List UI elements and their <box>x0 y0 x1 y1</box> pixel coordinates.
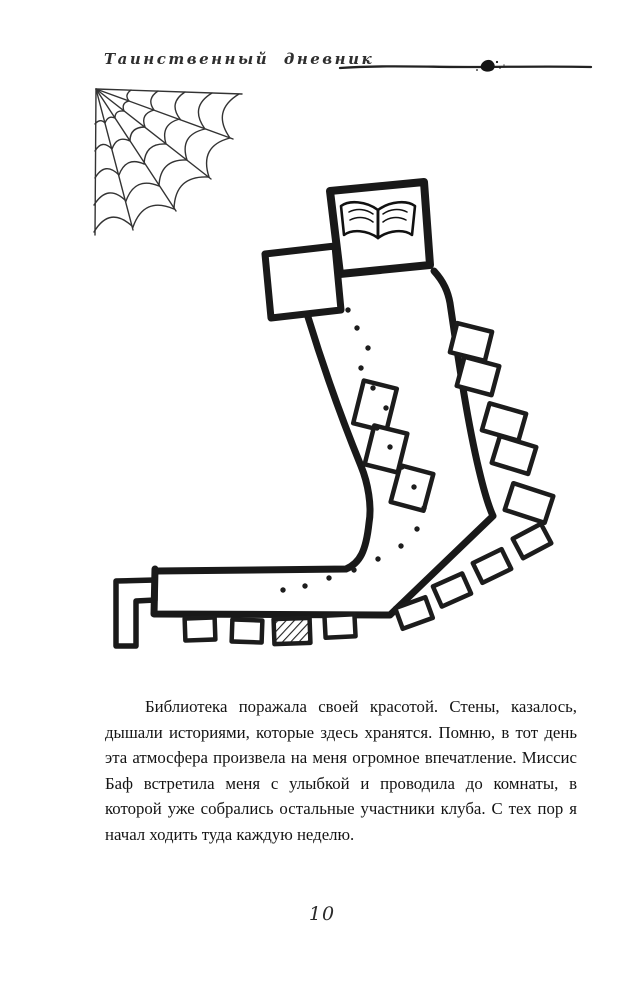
body-paragraph: Библиотека поражала своей красотой. Стен… <box>105 697 577 844</box>
map-table <box>392 594 436 632</box>
spiderweb-icon <box>93 88 243 236</box>
map-hall-bottom-wall <box>150 565 394 619</box>
map-table <box>350 378 400 434</box>
page-number: 10 <box>308 903 336 925</box>
map-table <box>502 480 556 526</box>
map-side-room <box>261 242 345 322</box>
map-table <box>229 617 265 645</box>
chapter-title: Таинственный дневник <box>104 50 375 68</box>
map-table <box>510 521 554 561</box>
map-table <box>430 571 474 609</box>
map-table-hatched <box>271 615 313 647</box>
ink-blot-icon <box>476 59 505 72</box>
map-table <box>182 615 218 643</box>
map-hall-right-wall <box>387 267 497 618</box>
footsteps-trail <box>280 307 427 593</box>
map-hall-left-wall <box>153 313 374 575</box>
map-table <box>454 354 502 398</box>
header-rule <box>338 59 593 72</box>
open-book-icon <box>339 200 417 240</box>
map-table <box>489 433 539 477</box>
library-map-illustration <box>113 178 556 649</box>
map-entry-steps <box>113 577 158 649</box>
map-table <box>470 546 514 586</box>
map-table <box>362 423 410 475</box>
map-table <box>322 611 358 641</box>
map-table <box>447 320 495 364</box>
